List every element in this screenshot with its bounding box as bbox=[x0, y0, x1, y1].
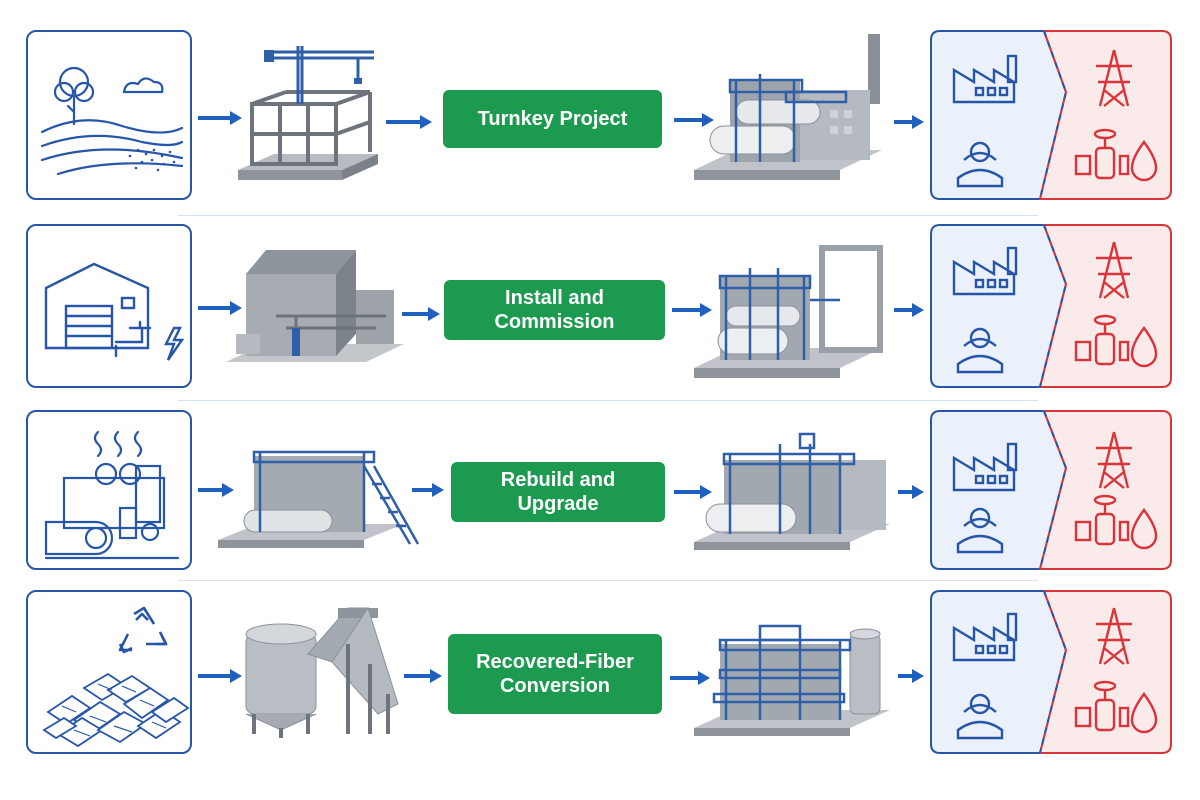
stage-label: Recovered-Fiber Conversion bbox=[448, 634, 662, 714]
worker-icon bbox=[956, 141, 1004, 188]
outcome-panel bbox=[930, 30, 1172, 200]
input-card bbox=[26, 224, 192, 388]
paper-mill-illustration bbox=[690, 30, 886, 190]
input-card bbox=[26, 30, 192, 200]
building-utilities-icon bbox=[44, 262, 185, 361]
valve-icon bbox=[1074, 128, 1130, 180]
flow-arrow bbox=[672, 482, 714, 502]
flow-arrow bbox=[196, 108, 244, 128]
stage-label: Turnkey Project bbox=[443, 90, 662, 148]
pulper-conveyor-illustration bbox=[238, 604, 408, 740]
outcome-panel bbox=[930, 224, 1172, 388]
row-rebuild: Rebuild and Upgrade bbox=[0, 410, 1200, 582]
flow-arrow bbox=[668, 668, 712, 688]
row-install: Install and Commission bbox=[0, 224, 1200, 396]
power-tower-icon bbox=[1096, 431, 1132, 489]
row-recovered-fiber: Recovered-Fiber Conversion bbox=[0, 590, 1200, 762]
valve-icon bbox=[1074, 494, 1130, 546]
power-tower-icon bbox=[1096, 49, 1132, 107]
empty-building-illustration bbox=[226, 244, 410, 380]
row-divider bbox=[178, 580, 1038, 581]
old-paper-machine-icon bbox=[44, 430, 180, 560]
flow-arrow bbox=[196, 666, 244, 686]
water-drop-icon bbox=[1130, 139, 1158, 182]
flow-arrow bbox=[896, 666, 926, 686]
paper-machine-illustration bbox=[690, 240, 886, 386]
flow-arrow bbox=[892, 112, 926, 132]
input-card bbox=[26, 410, 192, 570]
outcome-panel bbox=[930, 410, 1172, 570]
valve-icon bbox=[1074, 680, 1130, 732]
greenfield-landscape-icon bbox=[40, 66, 184, 176]
worker-icon bbox=[956, 693, 1004, 740]
water-drop-icon bbox=[1130, 325, 1158, 368]
construction-crane-illustration bbox=[238, 42, 388, 192]
row-divider bbox=[178, 215, 1038, 216]
flow-arrow bbox=[196, 480, 236, 500]
water-drop-icon bbox=[1130, 691, 1158, 734]
row-turnkey: Turnkey Project bbox=[0, 30, 1200, 202]
recycled-paper-icon bbox=[42, 606, 190, 748]
stage-label: Rebuild and Upgrade bbox=[451, 462, 665, 522]
power-tower-icon bbox=[1096, 241, 1132, 299]
flow-arrow bbox=[670, 300, 714, 320]
flow-arrow bbox=[402, 666, 444, 686]
worker-icon bbox=[956, 507, 1004, 554]
flow-arrow bbox=[896, 482, 926, 502]
recycled-fiber-line-illustration bbox=[690, 620, 896, 748]
row-divider bbox=[178, 400, 1038, 401]
worker-icon bbox=[956, 327, 1004, 374]
factory-icon bbox=[952, 612, 1018, 662]
flow-arrow bbox=[400, 304, 442, 324]
factory-icon bbox=[952, 246, 1018, 296]
flow-arrow bbox=[384, 112, 434, 132]
input-card bbox=[26, 590, 192, 754]
valve-icon bbox=[1074, 314, 1130, 366]
power-tower-icon bbox=[1096, 607, 1132, 665]
flow-arrow bbox=[892, 300, 926, 320]
factory-icon bbox=[952, 54, 1018, 104]
flow-arrow bbox=[196, 298, 244, 318]
outcome-panel bbox=[930, 590, 1172, 754]
water-drop-icon bbox=[1130, 507, 1158, 550]
flow-arrow bbox=[672, 110, 716, 130]
stage-label: Install and Commission bbox=[444, 280, 665, 340]
upgraded-machine-illustration bbox=[690, 430, 896, 560]
flow-arrow bbox=[410, 480, 446, 500]
existing-machine-illustration bbox=[214, 434, 420, 554]
factory-icon bbox=[952, 442, 1018, 492]
